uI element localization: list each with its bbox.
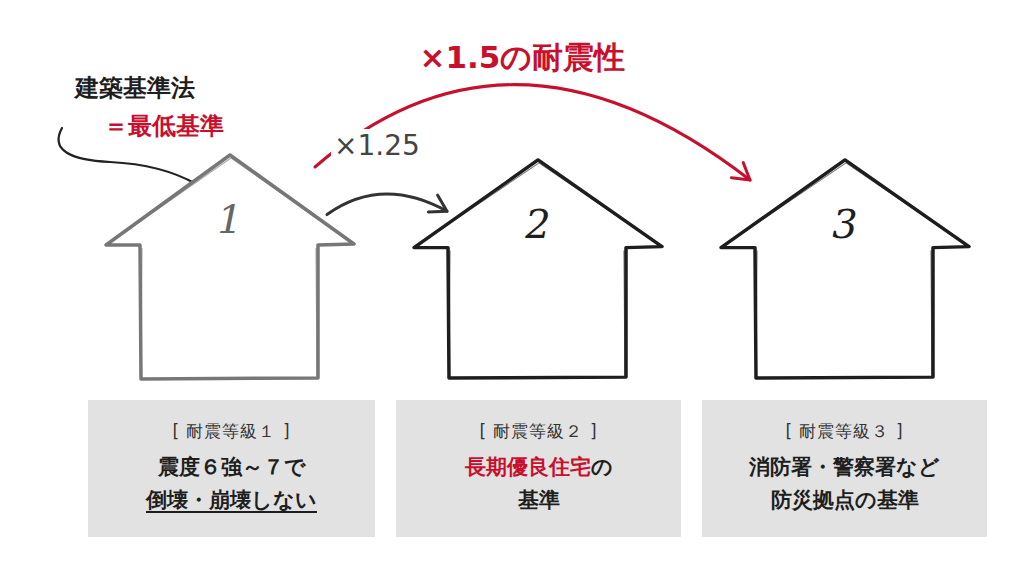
grade-heading: [ 耐震等級３ ] — [785, 421, 903, 441]
house-node: 2 — [413, 158, 663, 380]
sketch-stroke — [109, 158, 351, 376]
grade-heading: [ 耐震等級２ ] — [479, 421, 597, 441]
grade-description: 長期優良住宅 — [465, 455, 591, 479]
text-line: 倒壊・崩壊しない — [146, 484, 317, 518]
callout-note: ＝最低基準 — [104, 110, 224, 142]
grade-description: 震度６強～７で — [158, 455, 306, 479]
grade-description: の — [591, 455, 613, 479]
house-outline — [413, 158, 663, 380]
sketch-stroke — [724, 163, 966, 375]
grade-description: 消防署・警察署など — [749, 455, 940, 479]
house-node: 3 — [720, 158, 970, 380]
sketch-stroke — [417, 163, 659, 375]
connector — [327, 194, 447, 214]
house-node: 1 — [105, 153, 355, 381]
grade-number: 1 — [105, 199, 355, 239]
house-shape — [106, 155, 354, 379]
text-line: 消防署・警察署など — [749, 451, 940, 485]
grade-box: [ 耐震等級１ ] 震度６強～７で倒壊・崩壊しない — [88, 400, 375, 537]
text-line: 震度６強～７で — [158, 451, 306, 485]
grade-box: [ 耐震等級３ ] 消防署・警察署など防災拠点の基準 — [702, 400, 987, 537]
text-line: [ 耐震等級２ ] — [479, 419, 597, 445]
grade-number: 2 — [413, 204, 663, 244]
text-line: 長期優良住宅の — [465, 451, 613, 485]
grade-description: 倒壊・崩壊しない — [146, 488, 317, 512]
house-shape — [414, 160, 662, 378]
edge-label: ×1.5の耐震性 — [417, 37, 629, 79]
text-line: [ 耐震等級１ ] — [172, 419, 290, 445]
text-line: [ 耐震等級３ ] — [785, 419, 903, 445]
house-outline — [105, 153, 355, 381]
grade-box: [ 耐震等級２ ] 長期優良住宅の基準 — [396, 400, 681, 537]
text-line: 基準 — [518, 484, 560, 518]
edge-label: ×1.25 — [331, 129, 423, 162]
grade-description: 防災拠点の基準 — [771, 488, 919, 512]
house-shape — [721, 160, 969, 378]
grade-number: 3 — [720, 204, 970, 244]
grade-heading: [ 耐震等級１ ] — [172, 421, 290, 441]
arrowhead — [428, 195, 447, 212]
text-line: 防災拠点の基準 — [771, 484, 919, 518]
house-outline — [720, 158, 970, 380]
arrowhead — [731, 163, 750, 180]
grade-description: 基準 — [518, 488, 560, 512]
callout-title: 建築基準法 — [75, 72, 195, 104]
